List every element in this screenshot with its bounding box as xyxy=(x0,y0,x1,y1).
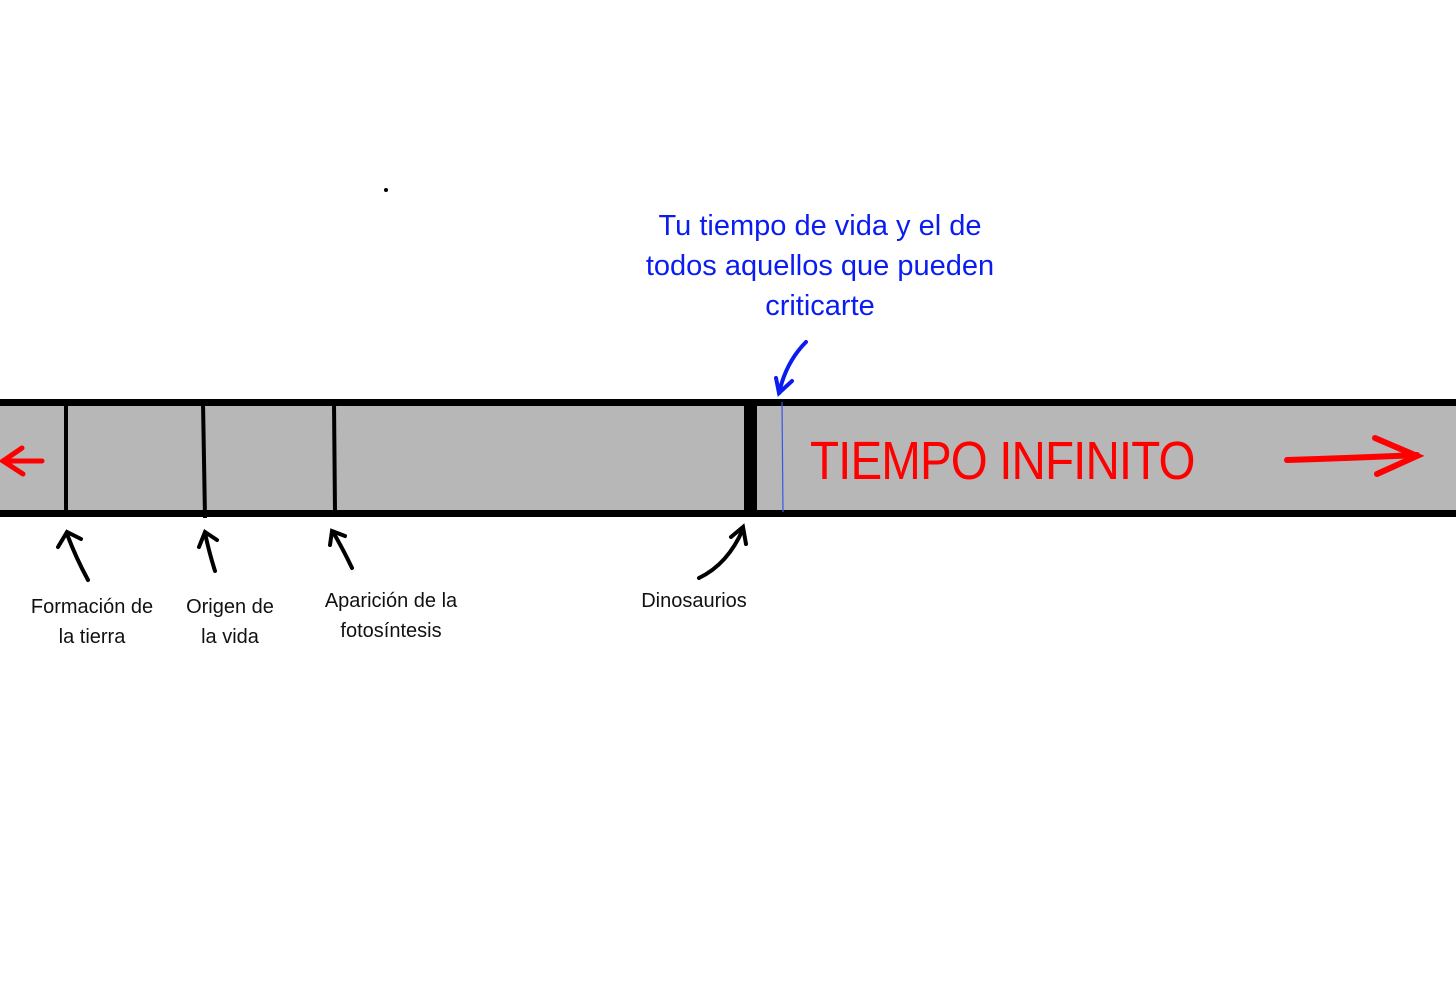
label-formacion-line-2: la tierra xyxy=(58,626,126,648)
lifetime-arrow-icon xyxy=(774,340,808,397)
timeline-bar xyxy=(0,403,1456,513)
timeline-bottom-border xyxy=(0,510,1456,517)
arrow-right-icon xyxy=(1284,435,1425,477)
marker-line-dinosaurios xyxy=(744,402,757,513)
label-formacion: Formación de la tierra xyxy=(12,592,172,652)
label-formacion-line-1: Formación de xyxy=(30,596,154,618)
arrow-up-icon-formacion xyxy=(56,529,90,582)
label-origen-line-2: la vida xyxy=(201,626,259,648)
stray-dot xyxy=(384,188,388,192)
arrow-left-icon xyxy=(0,445,45,477)
label-origen: Origen de la vida xyxy=(170,592,290,652)
lifetime-caption: Tu tiempo de vida y el de todos aquellos… xyxy=(590,206,1050,326)
infinite-time-label: TIEMPO INFINITO xyxy=(810,431,1195,491)
arrow-curve-icon-dinosaurios xyxy=(697,523,748,580)
arrow-up-icon-origen xyxy=(197,528,219,573)
caption-line-3: criticarte xyxy=(765,290,875,322)
arrow-up-icon-fotosintesis xyxy=(328,528,354,570)
caption-line-1: Tu tiempo de vida y el de xyxy=(658,210,982,242)
label-fotosintesis: Aparición de la fotosíntesis xyxy=(306,586,476,646)
label-fotosintesis-line-1: Aparición de la xyxy=(324,590,458,612)
timeline-top-border xyxy=(0,399,1456,406)
caption-line-2: todos aquellos que pueden xyxy=(645,250,995,282)
marker-line-lifetime xyxy=(781,401,784,513)
marker-line-fotosintesis xyxy=(332,401,337,514)
label-dinosaurios: Dinosaurios xyxy=(624,586,764,616)
label-fotosintesis-line-2: fotosíntesis xyxy=(340,620,442,642)
label-dinosaurios-line-1: Dinosaurios xyxy=(641,590,747,612)
marker-line-origen xyxy=(201,401,207,519)
label-origen-line-1: Origen de xyxy=(186,596,274,618)
